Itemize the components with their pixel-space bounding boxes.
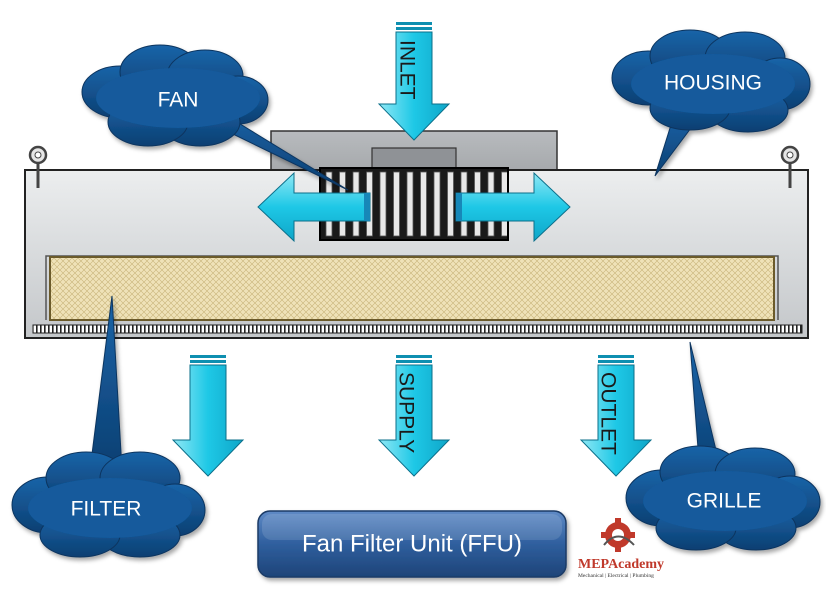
fan-discharge-arrow-right xyxy=(455,171,571,243)
grille-callout: GRILLE xyxy=(625,341,821,551)
supply-label: SUPPLY xyxy=(394,372,417,453)
fan-blade xyxy=(420,171,427,237)
supply-arrow-left xyxy=(171,355,245,477)
fan-blade xyxy=(406,171,414,237)
inlet-arrow: INLET xyxy=(377,22,451,141)
logo-name: MEPAcademy xyxy=(578,557,664,572)
logo-tagline: Mechanical | Electrical | Plumbing xyxy=(578,573,654,579)
fan-blade xyxy=(379,171,387,237)
fan-blade xyxy=(433,171,441,237)
filter-label: FILTER xyxy=(71,498,142,521)
housing-label: HOUSING xyxy=(664,72,762,95)
outlet-arrow: OUTLET xyxy=(579,355,653,477)
eye-bolt-right xyxy=(780,145,800,188)
eye-bolt-left xyxy=(28,145,48,188)
grille-label: GRILLE xyxy=(687,490,762,513)
motor-hub xyxy=(371,147,457,171)
title-box: Fan Filter Unit (FFU) xyxy=(257,510,567,578)
grille xyxy=(32,324,803,334)
housing-callout: HOUSING xyxy=(611,29,811,177)
fan-label: FAN xyxy=(158,89,199,112)
inlet-label: INLET xyxy=(395,40,418,100)
diagram-title: Fan Filter Unit (FFU) xyxy=(302,530,522,557)
fan-discharge-arrow-left xyxy=(257,171,371,243)
fan-blade xyxy=(447,171,454,237)
mep-academy-logo: MEPAcademy Mechanical | Electrical | Plu… xyxy=(578,518,664,579)
gear-icon xyxy=(601,518,635,552)
filter-callout: FILTER xyxy=(11,295,206,558)
outlet-label: OUTLET xyxy=(596,372,619,455)
supply-arrow-center: SUPPLY xyxy=(377,355,451,477)
filter-media xyxy=(49,256,775,321)
fan-blade xyxy=(393,171,400,237)
fan-callout: FAN xyxy=(81,44,349,191)
